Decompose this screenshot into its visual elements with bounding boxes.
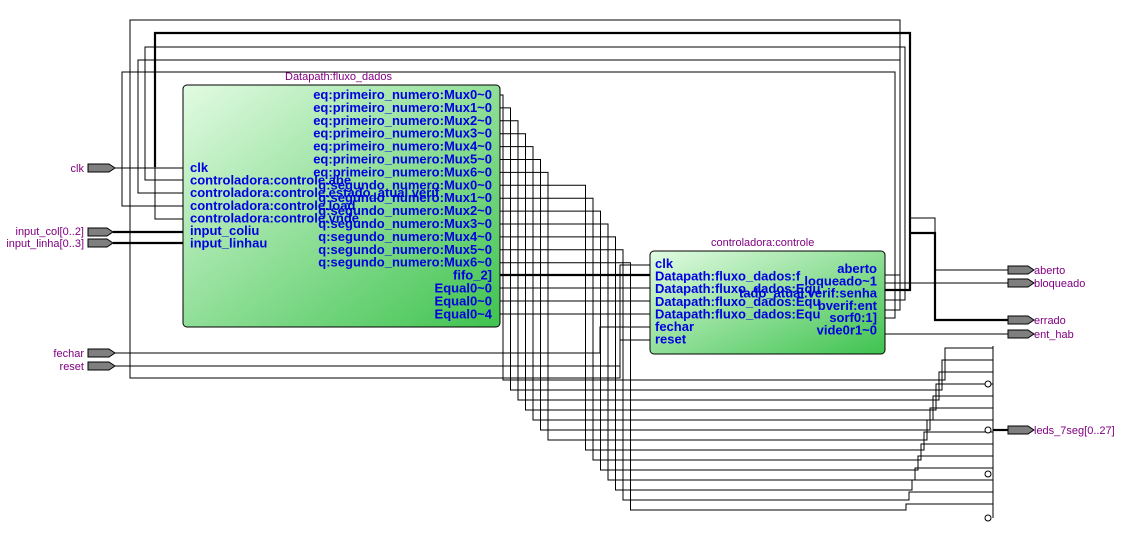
led-wire	[500, 249, 993, 501]
datapath-output-pin: fifo_2]	[453, 268, 492, 283]
led-wire	[500, 171, 993, 441]
controle-input-pin: Datapath:fluxo_dados:Equ	[655, 306, 820, 321]
datapath-input-pin: controladora:controle.estado_atual.verif	[190, 185, 440, 200]
datapath-output-pin: q:segundo_numero:Mux4~0	[318, 229, 492, 244]
datapath-output-pin: q:segundo_numero:Mux2~0	[318, 203, 492, 218]
led-wire	[500, 184, 993, 451]
wires	[113, 19, 1008, 379]
svg-text:errado: errado	[1034, 315, 1066, 327]
led-wire	[500, 94, 993, 381]
led-wire	[500, 262, 993, 511]
datapath-output-pin: eq:primeiro_numero:Mux4~0	[313, 139, 492, 154]
svg-text:fechar: fechar	[53, 348, 84, 360]
datapath-input-pin: controladora:controle.abe	[190, 173, 351, 188]
port-reset[interactable]: reset	[60, 361, 116, 373]
svg-text:input_linha[0..3]: input_linha[0..3]	[6, 238, 84, 250]
controle-input-pin: reset	[655, 332, 687, 347]
datapath-output-pin: Equal0~0	[435, 293, 492, 308]
svg-text:bloqueado: bloqueado	[1034, 278, 1085, 290]
controle-output-pin: aberto	[837, 261, 877, 276]
controle-title: controladora:controle	[711, 237, 814, 249]
controle-block[interactable]: controladora:controle clkDatapath:fluxo_…	[649, 237, 886, 355]
port-leds-7seg[interactable]: leds_7seg[0..27]	[1007, 425, 1115, 437]
datapath-output-pin: eq:primeiro_numero:Mux6~0	[313, 164, 492, 179]
datapath-output-pins: eq:primeiro_numero:Mux0~0eq:primeiro_num…	[313, 87, 493, 321]
controle-output-pin: loqueado~1	[804, 273, 877, 288]
svg-text:aberto: aberto	[1034, 265, 1065, 277]
led-wire	[500, 210, 993, 471]
port-errado[interactable]: errado	[1007, 315, 1066, 327]
datapath-output-pin: q:segundo_numero:Mux0~0	[318, 177, 492, 192]
datapath-output-pin: eq:primeiro_numero:Mux5~0	[313, 152, 492, 167]
port-input-col[interactable]: input_col[0..2]	[16, 226, 114, 238]
svg-text:clk: clk	[71, 163, 85, 175]
led-wire	[500, 146, 993, 421]
io-ports: clk input_col[0..2] input_linha[0..3] fe…	[6, 163, 1114, 437]
datapath-block[interactable]: Datapath:fluxo_dados clkcontroladora:con…	[182, 71, 501, 328]
led-wire	[500, 159, 993, 431]
port-bloqueado[interactable]: bloqueado	[1007, 278, 1085, 290]
datapath-output-pin: Equal0~0	[435, 281, 492, 296]
controle-input-pin: Datapath:fluxo_dados:f	[655, 269, 801, 284]
controle-output-pin: tado_atual.verif:senha	[739, 286, 878, 301]
controle-output-pin: sorf0:1]	[829, 310, 877, 325]
datapath-output-pin: Equal0~4	[435, 306, 493, 321]
svg-text:reset: reset	[60, 361, 84, 373]
datapath-output-pin: eq:primeiro_numero:Mux3~0	[313, 126, 492, 141]
led-wire	[500, 133, 993, 411]
led-wire	[500, 236, 993, 491]
datapath-input-pin: input_linhau	[190, 236, 267, 251]
datapath-input-pin: input_coliu	[190, 223, 259, 238]
controle-input-pin: Datapath:fluxo_dados:Equ	[655, 281, 820, 296]
datapath-title: Datapath:fluxo_dados	[285, 71, 393, 83]
controle-output-pin: vide0r1~0	[817, 323, 877, 338]
controle-output-pin: bverif:ent	[818, 298, 878, 313]
led-wire	[500, 197, 993, 461]
datapath-input-pin: controladora:controle.load	[190, 198, 355, 213]
datapath-output-pin: eq:primeiro_numero:Mux0~0	[313, 87, 492, 102]
led-wire	[500, 107, 993, 391]
datapath-output-pin: eq:primeiro_numero:Mux1~0	[313, 100, 492, 115]
leds-bus	[984, 346, 1008, 522]
port-ent-hab[interactable]: ent_hab	[1007, 329, 1074, 341]
led-wire-fan	[500, 94, 993, 511]
controle-input-pin: fechar	[655, 319, 694, 334]
datapath-input-pin: clk	[190, 160, 209, 175]
datapath-output-pin: q:segundo_numero:Mux1~0	[318, 190, 492, 205]
svg-text:leds_7seg[0..27]: leds_7seg[0..27]	[1034, 425, 1115, 437]
datapath-input-pin: controladora:controle.vnde	[190, 210, 359, 225]
port-clk[interactable]: clk	[71, 163, 116, 175]
datapath-output-pin: eq:primeiro_numero:Mux2~0	[313, 113, 492, 128]
controle-input-pins: clkDatapath:fluxo_dados:fDatapath:fluxo_…	[655, 256, 820, 347]
controle-output-pins: abertoloqueado~1tado_atual.verif:senhabv…	[739, 261, 878, 338]
led-wire	[500, 120, 993, 401]
datapath-output-pin: q:segundo_numero:Mux6~0	[318, 255, 492, 270]
controle-input-pin: Datapath:fluxo_dados:Equ	[655, 294, 820, 309]
led-wire	[500, 223, 993, 481]
port-fechar[interactable]: fechar	[53, 348, 116, 360]
datapath-output-pin: q:segundo_numero:Mux3~0	[318, 216, 492, 231]
svg-text:ent_hab: ent_hab	[1034, 329, 1074, 341]
controle-input-pin: clk	[655, 256, 674, 271]
datapath-input-pins: clkcontroladora:controle.abecontroladora…	[190, 160, 440, 251]
datapath-output-pin: q:segundo_numero:Mux5~0	[318, 242, 492, 257]
svg-text:input_col[0..2]: input_col[0..2]	[16, 226, 85, 238]
port-aberto[interactable]: aberto	[1007, 265, 1065, 277]
port-input-linha[interactable]: input_linha[0..3]	[6, 238, 114, 250]
